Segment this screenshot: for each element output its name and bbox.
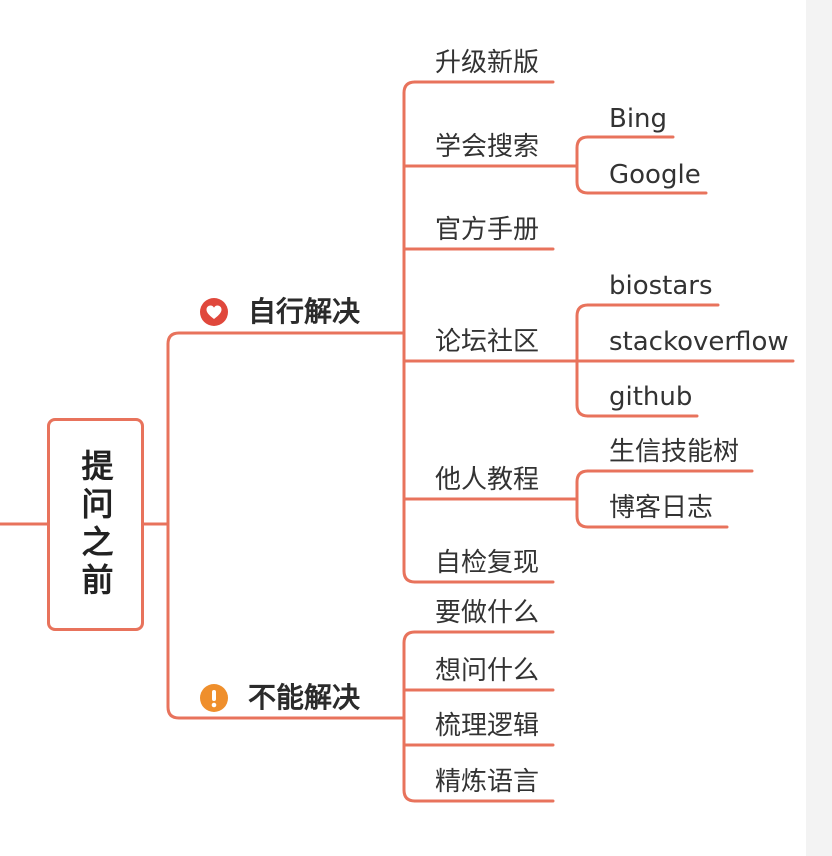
branch-unsolved-label[interactable]: 不能解决 (248, 681, 361, 714)
node-bioinfo-tree[interactable]: 生信技能树 (609, 437, 740, 467)
node-stackoverflow[interactable]: stackoverflow (609, 327, 789, 357)
node-blog[interactable]: 博客日志 (609, 493, 714, 523)
node-forum[interactable]: 论坛社区 (435, 327, 540, 357)
heart-icon (200, 298, 228, 326)
node-what-to-do[interactable]: 要做什么 (435, 598, 540, 628)
tutorial-spine (575, 469, 590, 529)
root-node-label: 提问之前 (76, 448, 115, 601)
branch-solve-label[interactable]: 自行解决 (248, 295, 361, 328)
node-learn-search[interactable]: 学会搜索 (435, 132, 540, 162)
node-tutorials[interactable]: 他人教程 (435, 465, 540, 495)
node-manual[interactable]: 官方手册 (435, 215, 540, 245)
node-google[interactable]: Google (609, 160, 701, 190)
trunk-to-unsolved (166, 522, 397, 720)
node-upgrade[interactable]: 升级新版 (435, 48, 540, 78)
right-edge-panel (806, 0, 832, 856)
forum-spine (575, 303, 590, 418)
exclamation-icon (200, 684, 228, 712)
node-self-check[interactable]: 自检复现 (435, 548, 540, 578)
node-bing[interactable]: Bing (609, 104, 668, 134)
trunk-to-solve (166, 331, 397, 526)
unsolved-spine (402, 630, 417, 803)
root-node[interactable]: 提问之前 (47, 418, 144, 631)
node-language[interactable]: 精炼语言 (435, 767, 540, 797)
solve-spine (402, 80, 417, 584)
node-logic[interactable]: 梳理逻辑 (435, 711, 540, 741)
search-spine (575, 135, 590, 195)
node-github[interactable]: github (609, 382, 693, 412)
node-biostars[interactable]: biostars (609, 271, 713, 301)
node-what-to-ask[interactable]: 想问什么 (435, 656, 540, 686)
